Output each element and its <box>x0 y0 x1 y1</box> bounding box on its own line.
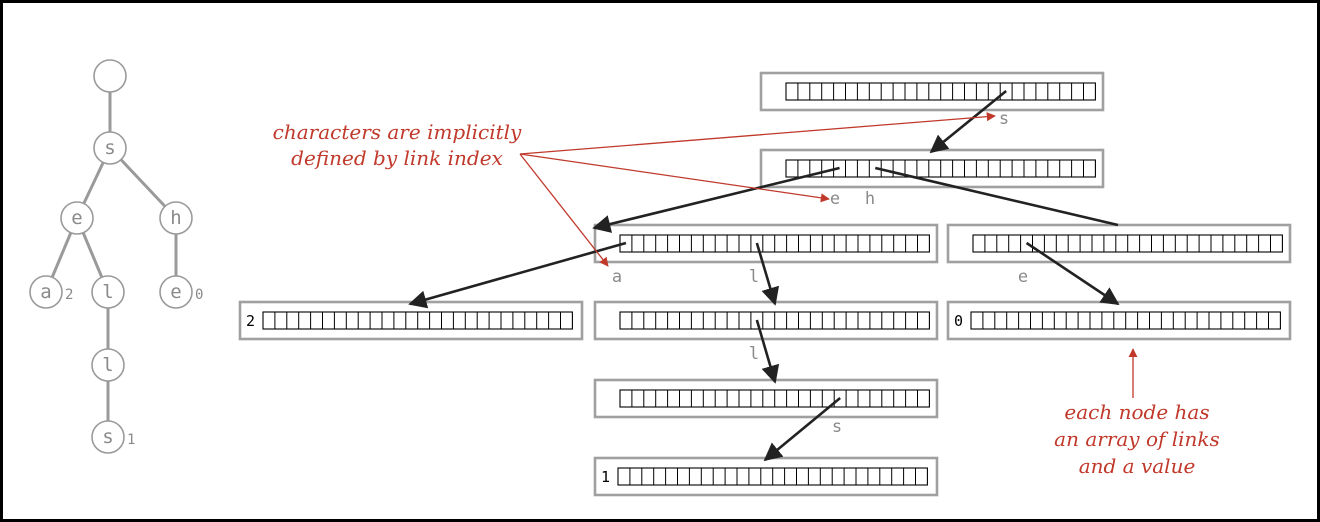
tree-node: e <box>60 201 94 235</box>
trie-node: 0 <box>946 300 1292 341</box>
tree-node-label: h <box>170 207 181 229</box>
trie-link <box>755 319 780 384</box>
annotation-node-array-line-2: an array of links <box>1054 427 1220 451</box>
trie-link <box>592 166 840 233</box>
tree-node: l <box>91 275 125 309</box>
annotation-arrow-to-s <box>519 112 996 155</box>
tree-edge <box>82 161 105 205</box>
trie-link <box>1025 241 1120 306</box>
trie-link <box>755 242 780 306</box>
trie-node <box>759 148 1105 189</box>
tree-node-label: s <box>104 137 115 159</box>
trie-node <box>759 71 1105 112</box>
trie-node-frame <box>946 300 1292 341</box>
tree-node: h <box>159 201 193 235</box>
trie-node-frame <box>593 223 939 264</box>
trie-links <box>408 89 1120 462</box>
annotation-link-index-line-1: characters are implicitly <box>273 120 522 144</box>
trie-node-value: 0 <box>954 312 963 330</box>
trie-link <box>408 241 627 309</box>
link-character: e <box>830 189 840 209</box>
trie-node-frame <box>593 378 939 419</box>
tree-node-value: 1 <box>127 432 135 448</box>
trie-node-frame <box>759 71 1105 112</box>
tree-node-value: 2 <box>65 287 73 303</box>
trie-nodes: 2 0 1 <box>238 71 1292 497</box>
tree-edge <box>119 158 167 208</box>
annotation-link-index: characters are implicitly defined by lin… <box>273 112 996 267</box>
trie-node: 1 <box>593 456 939 497</box>
link-character: h <box>865 189 875 209</box>
tree-node-circle <box>60 201 94 235</box>
trie-node-value: 1 <box>601 468 610 486</box>
tree-node-circle <box>159 201 193 235</box>
annotation-node-array: each node has an array of links and a va… <box>1054 348 1220 478</box>
tree-node-label: e <box>170 281 181 303</box>
tree-node: l <box>91 348 125 382</box>
trie-node-frame <box>238 300 584 341</box>
annotation-link-index-line-2: defined by link index <box>291 146 503 170</box>
tree-node-circle <box>91 348 125 382</box>
tree-node-circle <box>159 275 193 309</box>
tree-node: s <box>93 131 127 165</box>
trie-node-frame <box>593 456 939 497</box>
trie-node-frame <box>593 300 939 341</box>
trie-node <box>593 300 939 341</box>
annotation-arrow-to-e <box>519 153 830 203</box>
link-character: l <box>749 267 759 287</box>
tree-node-value: 0 <box>195 287 203 303</box>
tree-edge <box>50 232 73 278</box>
trie-link <box>929 89 1007 154</box>
tree-node-circle <box>93 59 127 93</box>
link-character: a <box>612 267 622 287</box>
link-character: s <box>832 417 842 437</box>
tree-node-label: s <box>102 426 113 448</box>
tree-edges <box>50 92 178 421</box>
trie-node <box>593 378 939 419</box>
trie-node <box>946 223 1292 264</box>
trie-node <box>593 223 939 264</box>
trie-link <box>763 396 841 462</box>
link-character: e <box>1018 267 1028 287</box>
annotation-node-array-line-3: and a value <box>1079 454 1196 478</box>
tree-node-label: l <box>102 354 113 376</box>
tree-node <box>93 59 127 93</box>
trie-link <box>874 166 1119 227</box>
tree-node-circle <box>91 275 125 309</box>
link-character: s <box>999 109 1009 129</box>
tree-node-circle <box>93 131 127 165</box>
trie-node-value: 2 <box>246 312 255 330</box>
tree-node-label: e <box>71 207 82 229</box>
tree-edge <box>81 232 104 278</box>
tree-node-label: l <box>102 281 113 303</box>
annotation-node-array-line-1: each node has <box>1064 400 1209 424</box>
trie-node: 2 <box>238 300 584 341</box>
link-characters: s e h a l e l s <box>612 109 1028 437</box>
tree-node-label: a <box>40 281 51 303</box>
tree-node-circle <box>91 420 125 454</box>
tree-node-circle <box>29 275 63 309</box>
link-character: l <box>749 344 759 364</box>
trie-node-frame <box>946 223 1292 264</box>
annotation-arrow-to-a <box>519 153 609 267</box>
